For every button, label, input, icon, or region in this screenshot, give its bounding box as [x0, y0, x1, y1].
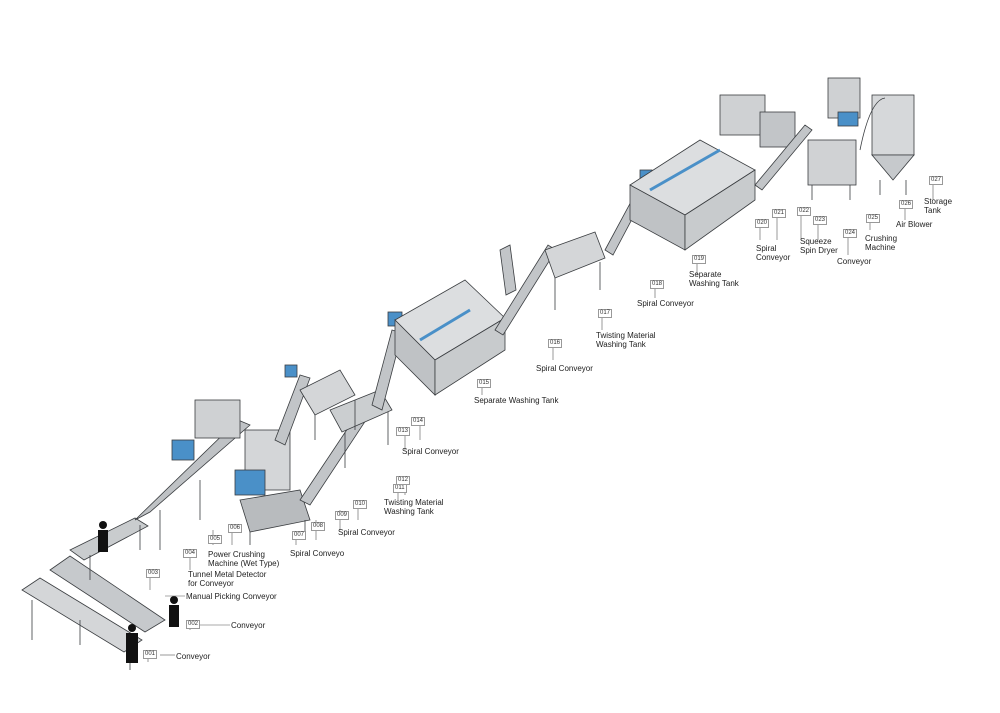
tag-003: 003 — [146, 569, 161, 578]
tag-015: 015 — [477, 379, 492, 388]
tag-001: 001 — [143, 650, 158, 659]
tag-016: 016 — [548, 339, 563, 348]
tag-025: 025 — [866, 214, 881, 223]
incline-conveyor-005 — [134, 419, 251, 521]
worker-silhouettes — [98, 521, 179, 663]
label-003: Manual Picking Conveyor — [186, 592, 277, 601]
spiral-conveyor-022 — [754, 124, 813, 191]
tag-018: 018 — [650, 280, 665, 289]
label-004: Tunnel Metal Detector for Conveyor — [188, 570, 267, 588]
conveyor-001 — [21, 577, 143, 653]
label-023: Squeeze Spin Dryer — [800, 237, 838, 255]
picking-conveyor-003 — [69, 517, 149, 561]
tag-019: 019 — [692, 255, 707, 264]
label-017: Twisting Material Washing Tank — [596, 331, 656, 349]
storage-tank-027 — [871, 94, 915, 156]
label-027: Storage Tank — [924, 197, 953, 215]
metal-detector-004 — [171, 439, 195, 461]
label-015: Separate Washing Tank — [474, 396, 559, 405]
tag-017: 017 — [598, 309, 613, 318]
tag-013: 013 — [396, 427, 411, 436]
spiral-conveyor-007 — [274, 374, 311, 446]
tag-027: 027 — [929, 176, 944, 185]
squeeze-dryer-023 — [807, 139, 857, 186]
label-006: Power Crushing Machine (Wet Type) — [208, 550, 280, 568]
label-018: Spiral Conveyor — [637, 299, 694, 308]
tag-006: 006 — [228, 524, 243, 533]
label-008: Spiral Conveyo — [290, 549, 345, 558]
tag-026: 026 — [899, 200, 914, 209]
tag-005: 005 — [208, 535, 223, 544]
twisting-tank-017 — [544, 231, 606, 279]
label-014: Spiral Conveyor — [402, 447, 459, 456]
crusher-hopper — [194, 399, 241, 439]
label-026: Air Blower — [896, 220, 933, 229]
tag-023: 023 — [813, 216, 828, 225]
label-001: Conveyor — [176, 652, 211, 661]
conveyor-002 — [49, 555, 166, 633]
tag-020: 020 — [755, 219, 770, 228]
label-012: Twisting Material Washing Tank — [384, 498, 444, 516]
tag-022: 022 — [797, 207, 812, 216]
tag-012: 012 — [396, 476, 411, 485]
label-025: Crushing Machine — [865, 234, 898, 252]
label-021: Spiral Conveyor — [756, 244, 791, 262]
tag-009: 009 — [335, 511, 350, 520]
label-016: Spiral Conveyor — [536, 364, 593, 373]
label-002: Conveyor — [231, 621, 266, 630]
crushing-machine-025 — [827, 77, 861, 119]
dryer-020 — [719, 94, 766, 136]
tag-010: 010 — [353, 500, 368, 509]
tag-014: 014 — [411, 417, 426, 426]
label-019: Separate Washing Tank — [689, 270, 739, 288]
tag-024: 024 — [843, 229, 858, 238]
tag-021: 021 — [772, 209, 787, 218]
label-024: Conveyor — [837, 257, 872, 266]
tag-007: 007 — [292, 531, 307, 540]
tag-011: 011 — [393, 484, 407, 493]
tag-008: 008 — [311, 522, 326, 531]
label-010: Spiral Conveyor — [338, 528, 395, 537]
tag-002: 002 — [186, 620, 201, 629]
twisting-tank-011 — [299, 369, 356, 416]
tag-004: 004 — [183, 549, 198, 558]
